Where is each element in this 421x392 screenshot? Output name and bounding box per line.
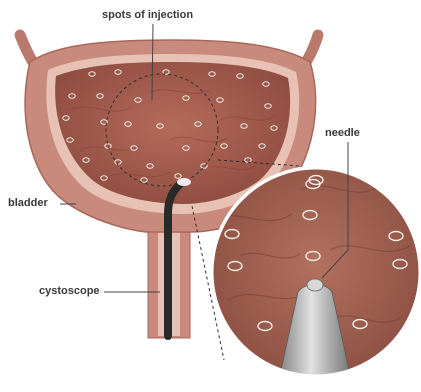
cystoscope-label: cystoscope: [39, 285, 100, 297]
needle-label: needle: [325, 127, 360, 139]
scope-light: [177, 178, 191, 186]
spots-of-injection-label: spots of injection: [102, 9, 193, 21]
bladder-label: bladder: [8, 197, 48, 209]
